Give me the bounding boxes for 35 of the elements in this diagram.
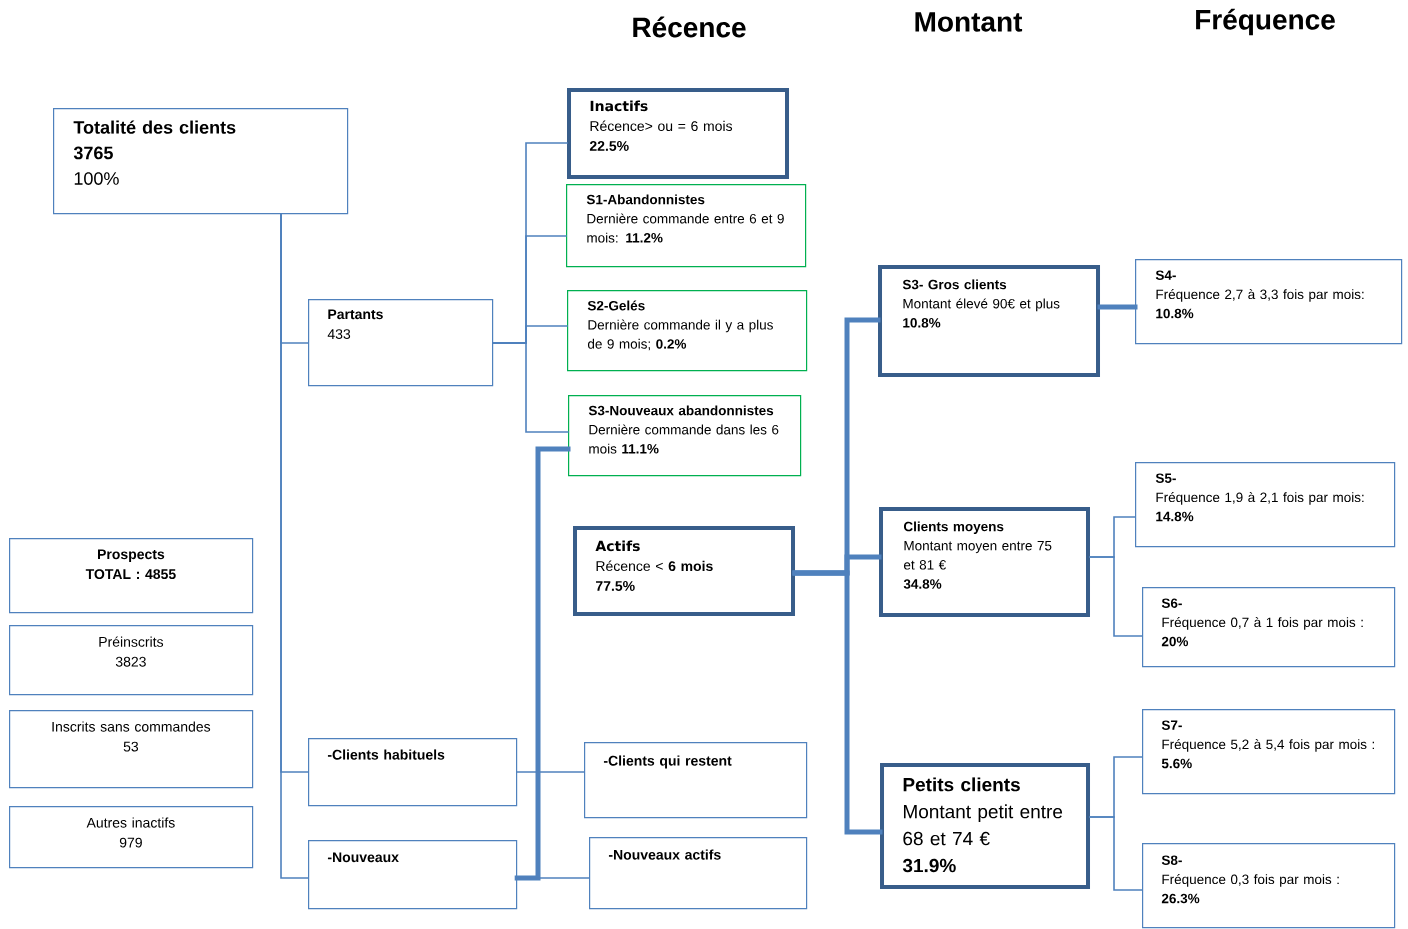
- segment-box: Actifs Récence < 6 mois 77.5%: [573, 526, 795, 616]
- segment-box: Préinscrits 3823: [9, 625, 254, 696]
- segment-box: S4- Fréquence 2,7 à 3,3 fois par mois: 10.8%: [1135, 259, 1403, 345]
- segment-box: Partants 433: [308, 299, 494, 387]
- segment-box: S2-Gelés Dernière commande il y a plus de 9 mois; 0.2%: [567, 290, 808, 372]
- segment-box: Autres inactifs 979: [9, 806, 254, 869]
- segment-box: Inscrits sans commandes 53: [9, 710, 254, 789]
- column-heading: Montant: [915, 12, 1023, 32]
- segment-box: S6- Fréquence 0,7 à 1 fois par mois : 20%: [1142, 587, 1396, 668]
- segment-box: -Nouveaux actifs: [589, 837, 808, 910]
- connector-line: [516, 771, 585, 773]
- segment-box: S3-Nouveaux abandonnistes Dernière commande dans les 6 mois 11.1%: [568, 395, 802, 477]
- segment-box: Clients moyens Montant moyen entre 75 et 81 € 34.8%: [879, 507, 1090, 617]
- segment-box: S1-Abandonnistes Dernière commande entre 6 et 9 mois: 11.2%: [566, 184, 807, 268]
- segment-box: Prospects TOTAL : 4855: [9, 538, 254, 614]
- connector-line: [492, 342, 569, 433]
- connector-line: [280, 213, 309, 879]
- segment-box: Totalité des clients 3765 100%: [53, 108, 349, 215]
- segment-box: S5- Fréquence 1,9 à 2,1 fois par mois: 14.8%: [1135, 462, 1396, 548]
- connector-line: [1089, 556, 1143, 637]
- segment-box: -Nouveaux: [308, 840, 518, 910]
- segment-box: Inactifs Récence> ou = 6 mois 22.5%: [567, 88, 789, 179]
- connector-line: [1097, 304, 1138, 310]
- connector-line: [1089, 816, 1143, 891]
- segment-box: S3- Gros clients Montant élevé 90€ et plus 10.8%: [878, 265, 1100, 377]
- connector-line: [516, 877, 590, 879]
- segment-box: -Clients qui restent: [584, 742, 808, 819]
- connector-line: [514, 446, 571, 881]
- segment-box: Petits clients Montant petit entre 68 et 74 € 31.9%: [880, 763, 1090, 889]
- segment-box: S7- Fréquence 5,2 à 5,4 fois par mois : 5.6%: [1142, 709, 1396, 795]
- column-heading: Récence: [633, 16, 746, 38]
- connector-line: [792, 570, 883, 835]
- segment-box: -Clients habituels: [308, 738, 518, 807]
- segment-box: S8- Fréquence 0,3 fois par mois : 26.3%: [1142, 843, 1396, 929]
- column-heading: Fréquence: [1196, 8, 1335, 36]
